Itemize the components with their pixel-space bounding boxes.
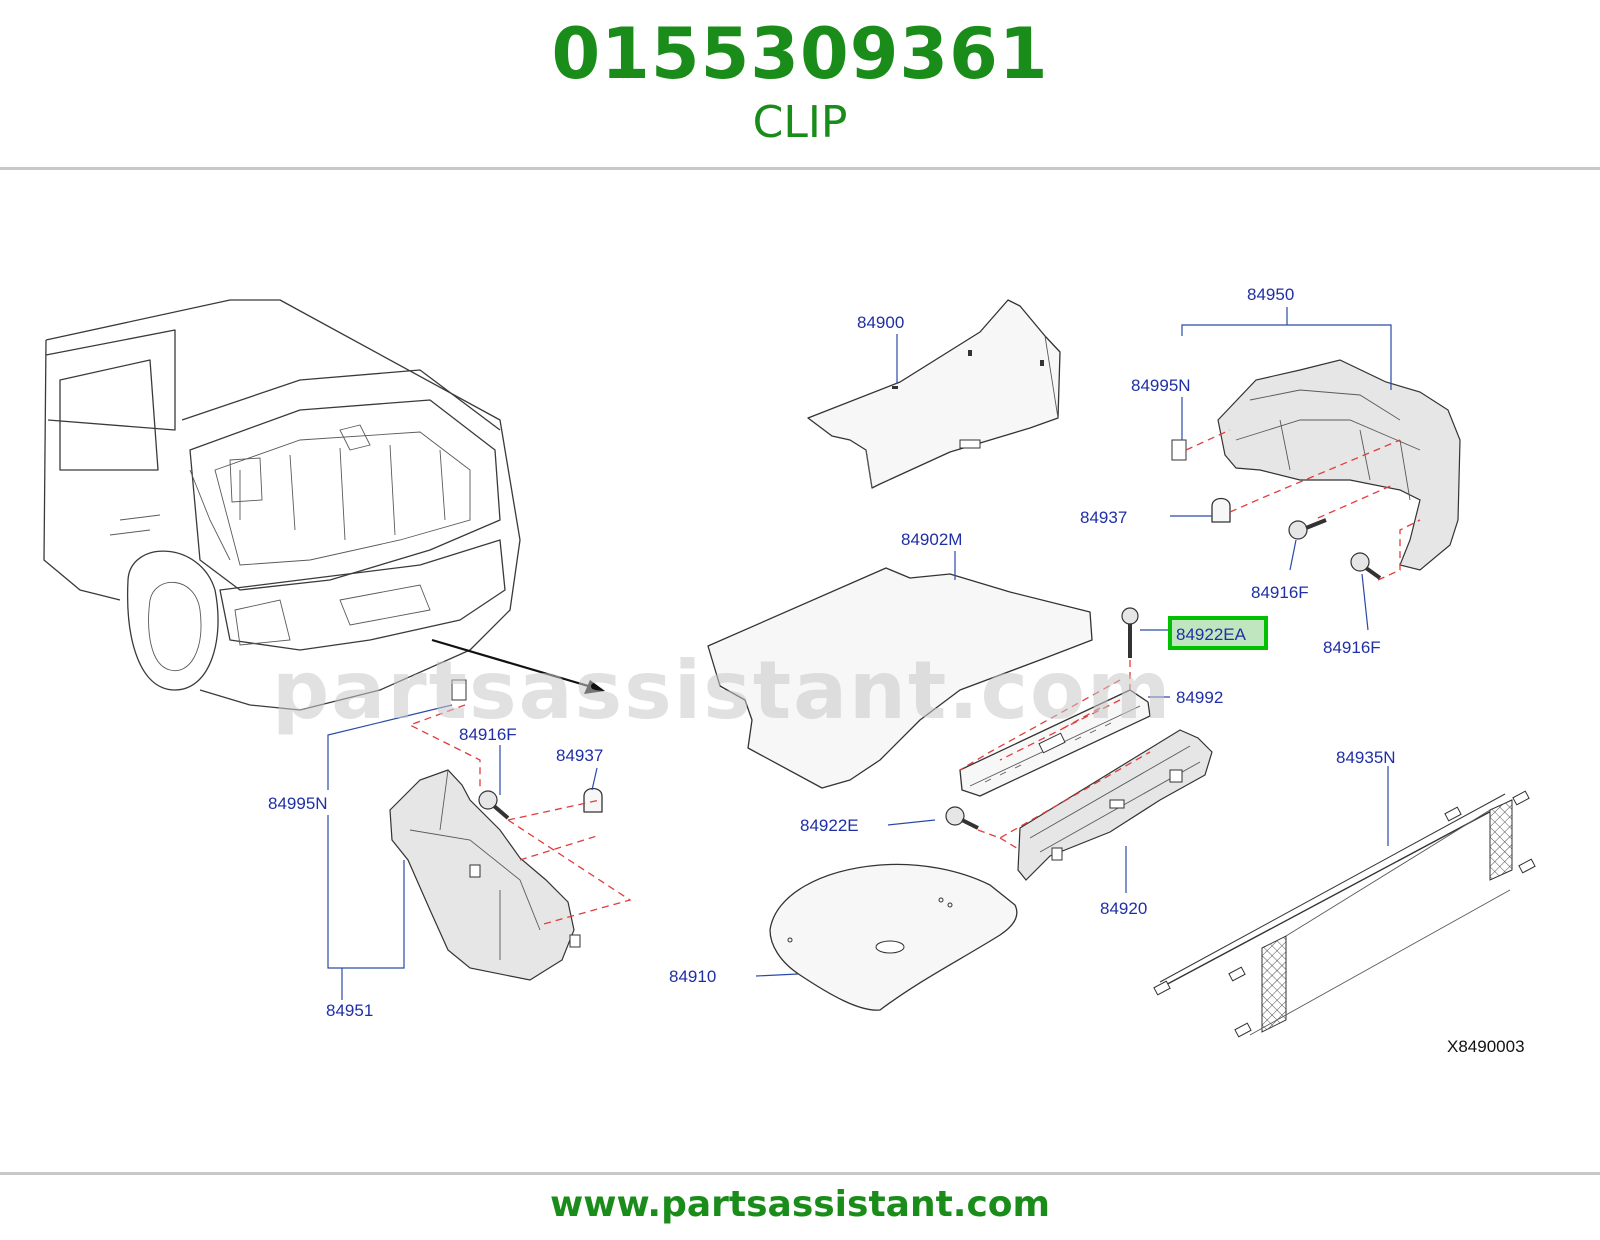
right-side-trunk-trim-84950 (1217, 359, 1461, 571)
callout-84922E[interactable]: 84922E (800, 816, 859, 835)
spare-tire-cover-84910 (769, 863, 1018, 1011)
callout-84935N[interactable]: 84935N (1336, 748, 1396, 767)
callout-leaders (327, 307, 1392, 1000)
callout-84992[interactable]: 84992 (1176, 688, 1223, 707)
callout-labels: 84900 84950 84995N 84937 84902M 84916F 8… (268, 285, 1525, 1056)
part-number-title: 0155309361 (551, 13, 1049, 95)
fastener-clips (451, 439, 1382, 830)
footer-divider (0, 1172, 1600, 1175)
callout-84950[interactable]: 84950 (1247, 285, 1294, 304)
trunk-net-84935N (1153, 790, 1536, 1038)
trunk-lid-finisher-84900 (807, 299, 1061, 489)
callout-84937-left[interactable]: 84937 (556, 746, 603, 765)
pointer-arrow (431, 638, 605, 694)
callout-84937-right[interactable]: 84937 (1080, 508, 1127, 527)
callout-84916F-right-1[interactable]: 84916F (1251, 583, 1309, 602)
trunk-floor-mat-84902M (707, 567, 1093, 789)
part-name-subtitle: CLIP (752, 97, 848, 148)
watermark-text: partsassistant.com (272, 644, 1172, 737)
rear-trunk-trim-84920 (1017, 729, 1213, 881)
callout-84910[interactable]: 84910 (669, 967, 716, 986)
callout-84922EA[interactable]: 84922EA (1176, 625, 1247, 644)
assembly-dash-lines (408, 429, 1421, 926)
callout-84916F-right-2[interactable]: 84916F (1323, 638, 1381, 657)
highlighted-callout-box (1168, 616, 1268, 650)
callout-84995N-right[interactable]: 84995N (1131, 376, 1191, 395)
callout-84920[interactable]: 84920 (1100, 899, 1147, 918)
callout-84995N-left[interactable]: 84995N (268, 794, 328, 813)
vehicle-rear-illustration (43, 299, 521, 711)
callout-84951[interactable]: 84951 (326, 1001, 373, 1020)
drawing-reference-code: X8490003 (1447, 1037, 1525, 1056)
callout-84902M[interactable]: 84902M (901, 530, 962, 549)
callout-84900[interactable]: 84900 (857, 313, 904, 332)
footer-website-link[interactable]: www.partsassistant.com (549, 1184, 1051, 1225)
header-divider (0, 167, 1600, 170)
callout-84916F-left[interactable]: 84916F (459, 725, 517, 744)
